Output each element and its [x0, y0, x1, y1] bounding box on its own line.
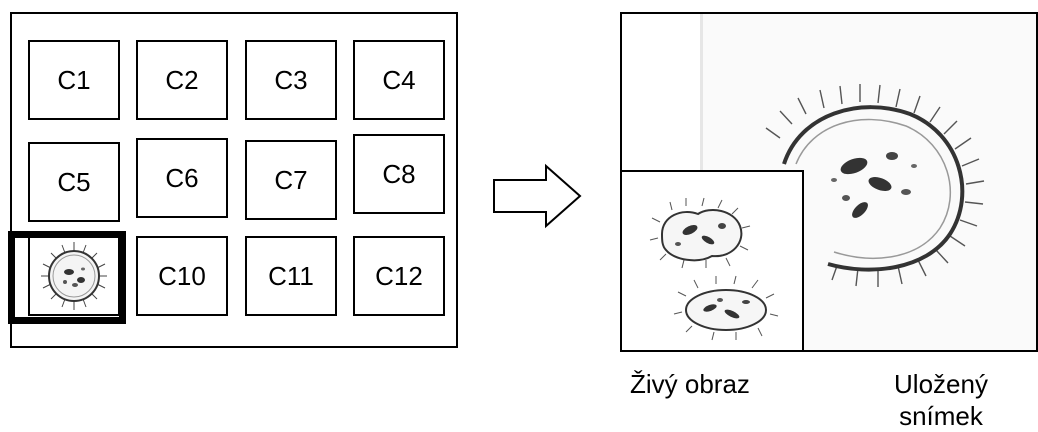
- saved-snapshot-label: Uložený snímek: [894, 369, 988, 431]
- cell-c11[interactable]: C11: [245, 236, 337, 316]
- cell-c3[interactable]: C3: [245, 40, 337, 120]
- cell-label: C4: [382, 64, 416, 95]
- cell-c5[interactable]: C5: [28, 142, 120, 222]
- microbe-pair-icon: [649, 197, 779, 341]
- cell-label: C8: [382, 158, 416, 189]
- microbe-large-icon: [765, 84, 985, 287]
- cell-c2[interactable]: C2: [136, 40, 228, 120]
- cell-label: C7: [274, 164, 308, 195]
- cell-label: C5: [57, 166, 91, 197]
- right-arrow-icon: [493, 163, 582, 229]
- cell-c6[interactable]: C6: [136, 138, 228, 218]
- saved-snapshot-image: [700, 14, 1036, 350]
- preview-panel: [620, 12, 1038, 352]
- cell-label: C11: [268, 260, 314, 291]
- cell-label: C10: [158, 260, 206, 291]
- cell-c9-thumbnail[interactable]: [28, 236, 120, 316]
- cell-c4[interactable]: C4: [353, 40, 445, 120]
- cell-label: C1: [57, 64, 91, 95]
- cell-label: C2: [165, 64, 199, 95]
- microbe-icon: [41, 242, 107, 310]
- cell-label: C12: [375, 260, 423, 291]
- cell-c8[interactable]: C8: [353, 134, 445, 214]
- live-view-inset: [622, 170, 804, 350]
- live-view-label: Živý obraz: [630, 369, 750, 399]
- thumbnail-grid-panel: C1 C2 C3 C4 C5 C6 C7 C8 C10 C: [10, 12, 458, 348]
- cell-label: C3: [274, 64, 308, 95]
- cell-c12[interactable]: C12: [353, 236, 445, 316]
- cell-c1[interactable]: C1: [28, 40, 120, 120]
- cell-c10[interactable]: C10: [136, 236, 228, 316]
- cell-c7[interactable]: C7: [245, 140, 337, 220]
- cell-label: C6: [165, 162, 199, 193]
